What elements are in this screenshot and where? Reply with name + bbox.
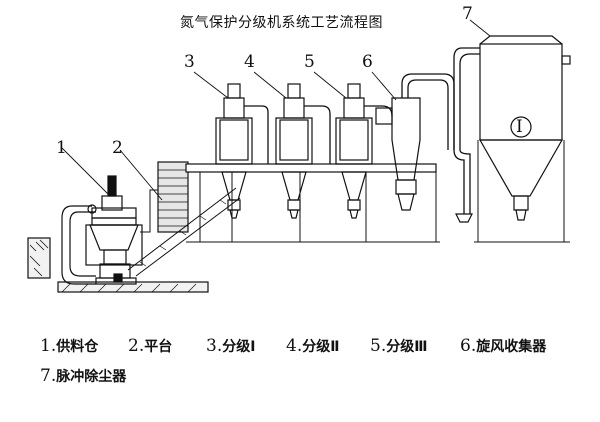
callout-3: 3 [184, 52, 195, 72]
diagram-title: 氮气保护分级机系统工艺流程图 [180, 15, 383, 31]
callout-5: 5 [304, 52, 315, 72]
platform-stairs [127, 161, 440, 277]
classifier-2 [275, 83, 331, 219]
callout-6: 6 [362, 52, 373, 72]
legend-item-5: 5.分级Ⅲ [370, 336, 428, 356]
legend-item-4: 4.分级Ⅱ [286, 336, 340, 356]
legend-item-2: 2.平台 [128, 336, 173, 356]
pulse-dust-collector [453, 35, 571, 243]
feed-silo [61, 175, 143, 285]
tank-marker: I [516, 117, 523, 137]
legend-item-6: 6.旋风收集器 [460, 336, 547, 356]
classifier-1 [215, 83, 269, 219]
callout-4: 4 [244, 52, 255, 72]
legend-item-7: 7.脉冲除尘器 [40, 366, 127, 386]
callout-7: 7 [462, 4, 473, 24]
callout-2: 2 [112, 138, 123, 158]
legend-item-1: 1.供料仓 [40, 336, 99, 356]
callout-1: 1 [56, 138, 67, 158]
callout-leaders [61, 19, 491, 201]
classifier-3 [335, 83, 393, 219]
cyclone-collector [375, 73, 455, 211]
legend-item-3: 3.分级Ⅰ [206, 336, 256, 356]
ground-base [27, 237, 209, 293]
